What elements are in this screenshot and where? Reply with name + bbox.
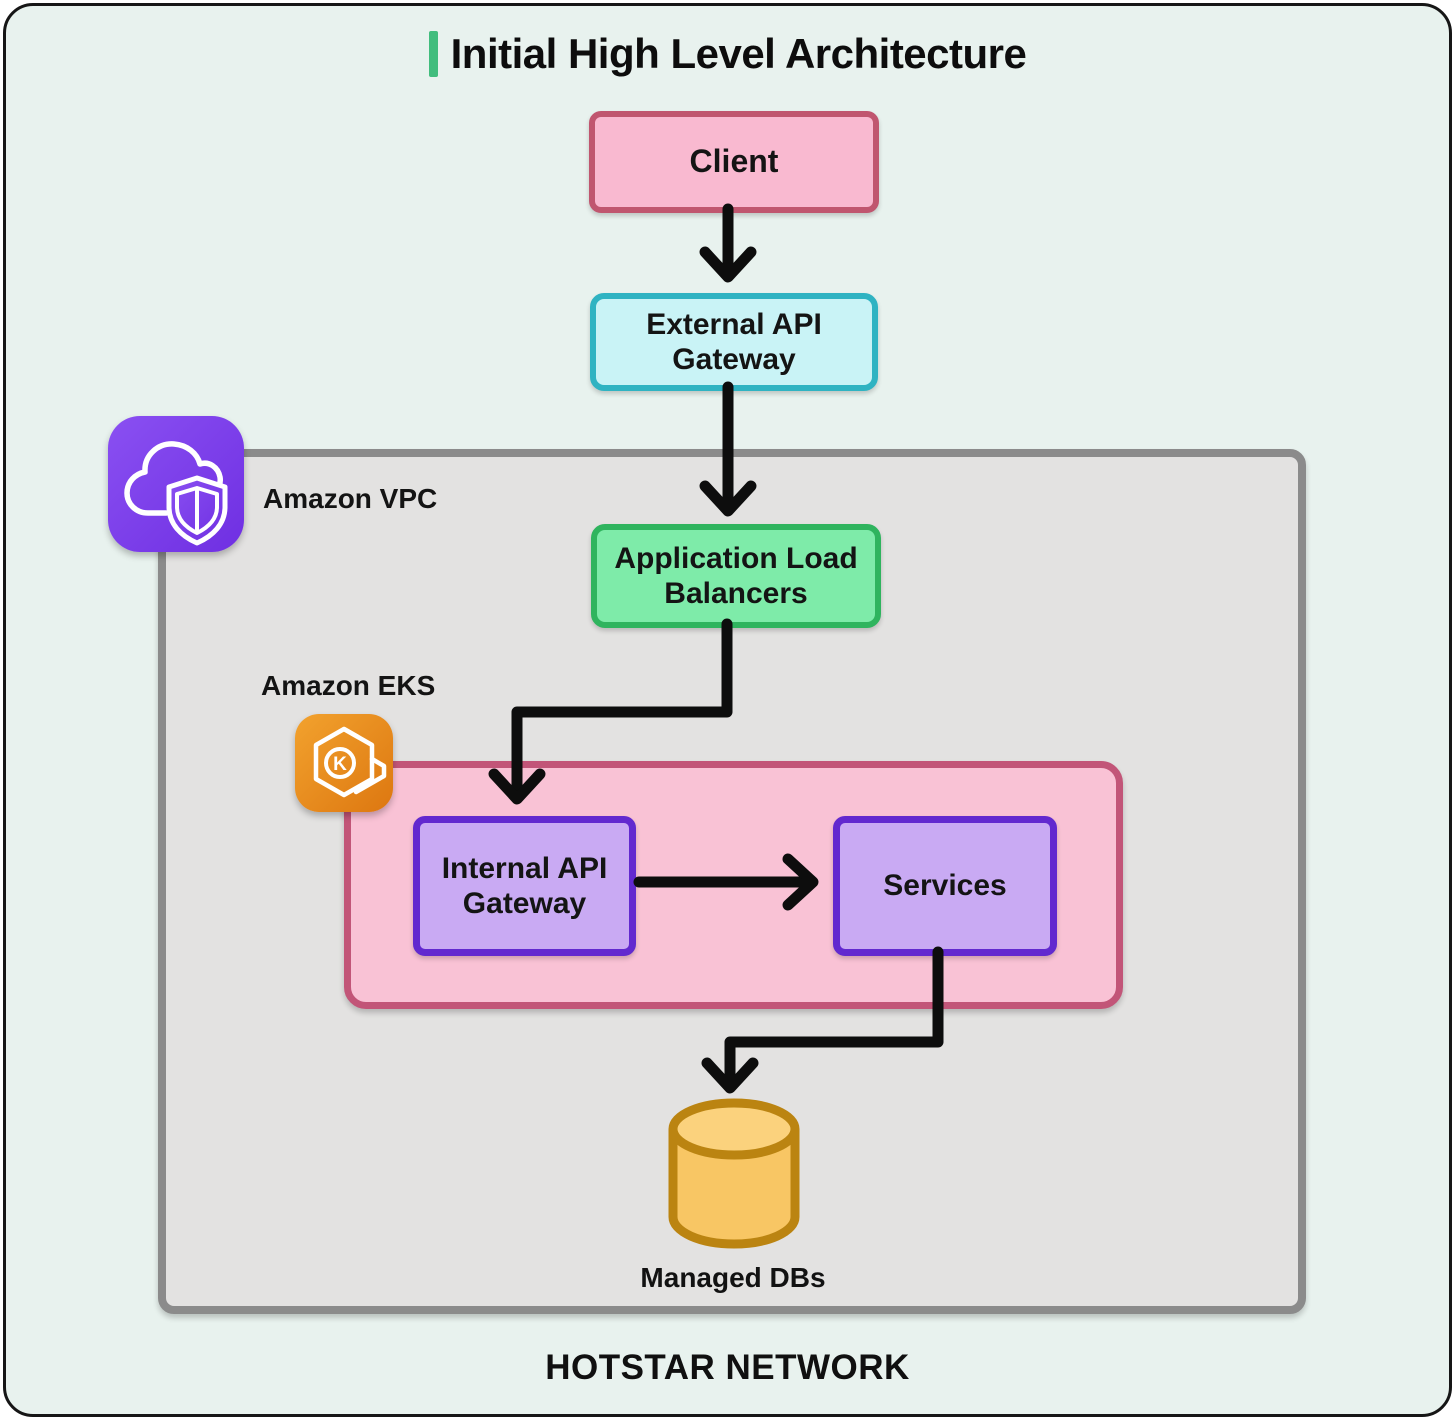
eks-icon-letter: K [333,754,347,775]
node-services: Services [833,816,1057,956]
hotstar-network-label: HOTSTAR NETWORK [545,1348,910,1387]
managed-dbs-label: Managed DBs [640,1262,826,1293]
title-accent-bar [428,31,438,77]
node-client-label: Client [689,143,779,180]
amazon-vpc-label: Amazon VPC [263,483,438,514]
node-services-label: Services [883,869,1007,903]
page-title: Initial High Level Architecture [450,30,1027,77]
node-internal-api-gateway-label: Internal API Gateway [441,851,608,920]
node-internal-api-gateway: Internal API Gateway [413,816,636,956]
node-external-api-gateway-label: External API Gateway [646,307,822,376]
outer-frame: Initial High Level Architecture Amazon V… [3,3,1452,1417]
eks-hexagon-k-icon: K [295,714,393,812]
diagram-title-row: Initial High Level Architecture [6,30,1449,78]
database-cylinder-icon [664,1096,804,1256]
cloud-shield-icon [108,416,244,552]
node-external-api-gateway: External API Gateway [590,293,878,391]
amazon-eks-label: Amazon EKS [261,670,436,701]
node-application-load-balancers: Application Load Balancers [591,524,881,628]
node-client: Client [589,111,879,213]
node-application-load-balancers-label: Application Load Balancers [614,541,858,610]
